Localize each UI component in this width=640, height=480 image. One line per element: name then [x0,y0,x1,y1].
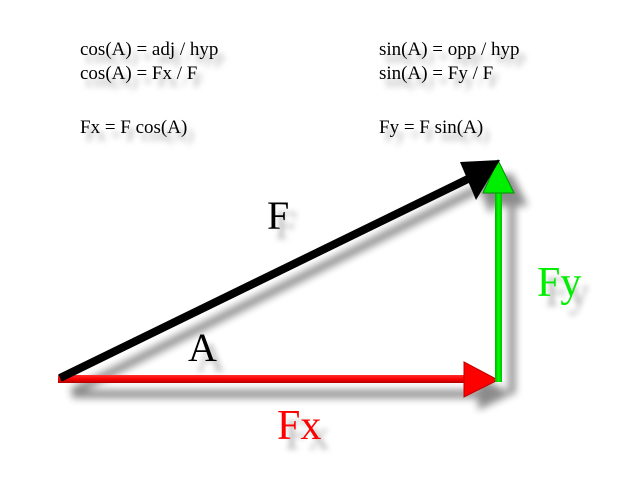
force-label: F [267,193,290,238]
fy-vector-arrow [482,158,515,382]
fx-label: Fx [277,403,322,449]
drop-shadows [70,174,528,410]
sin-definition-formula: sin(A) = opp / hyp [379,39,520,60]
cos-definition-formula: cos(A) = adj / hyp [80,39,219,60]
angle-label: A [188,325,217,370]
cos-substitution-formula: cos(A) = Fx / F [80,63,198,84]
fy-equation: Fy = F sin(A) [379,117,484,138]
fx-vector-arrow [58,361,500,398]
fx-equation: Fx = F cos(A) [80,117,188,138]
sin-substitution-formula: sin(A) = Fy / F [379,63,494,84]
fy-label: Fy [537,260,582,306]
f-vector-arrow [58,160,500,382]
